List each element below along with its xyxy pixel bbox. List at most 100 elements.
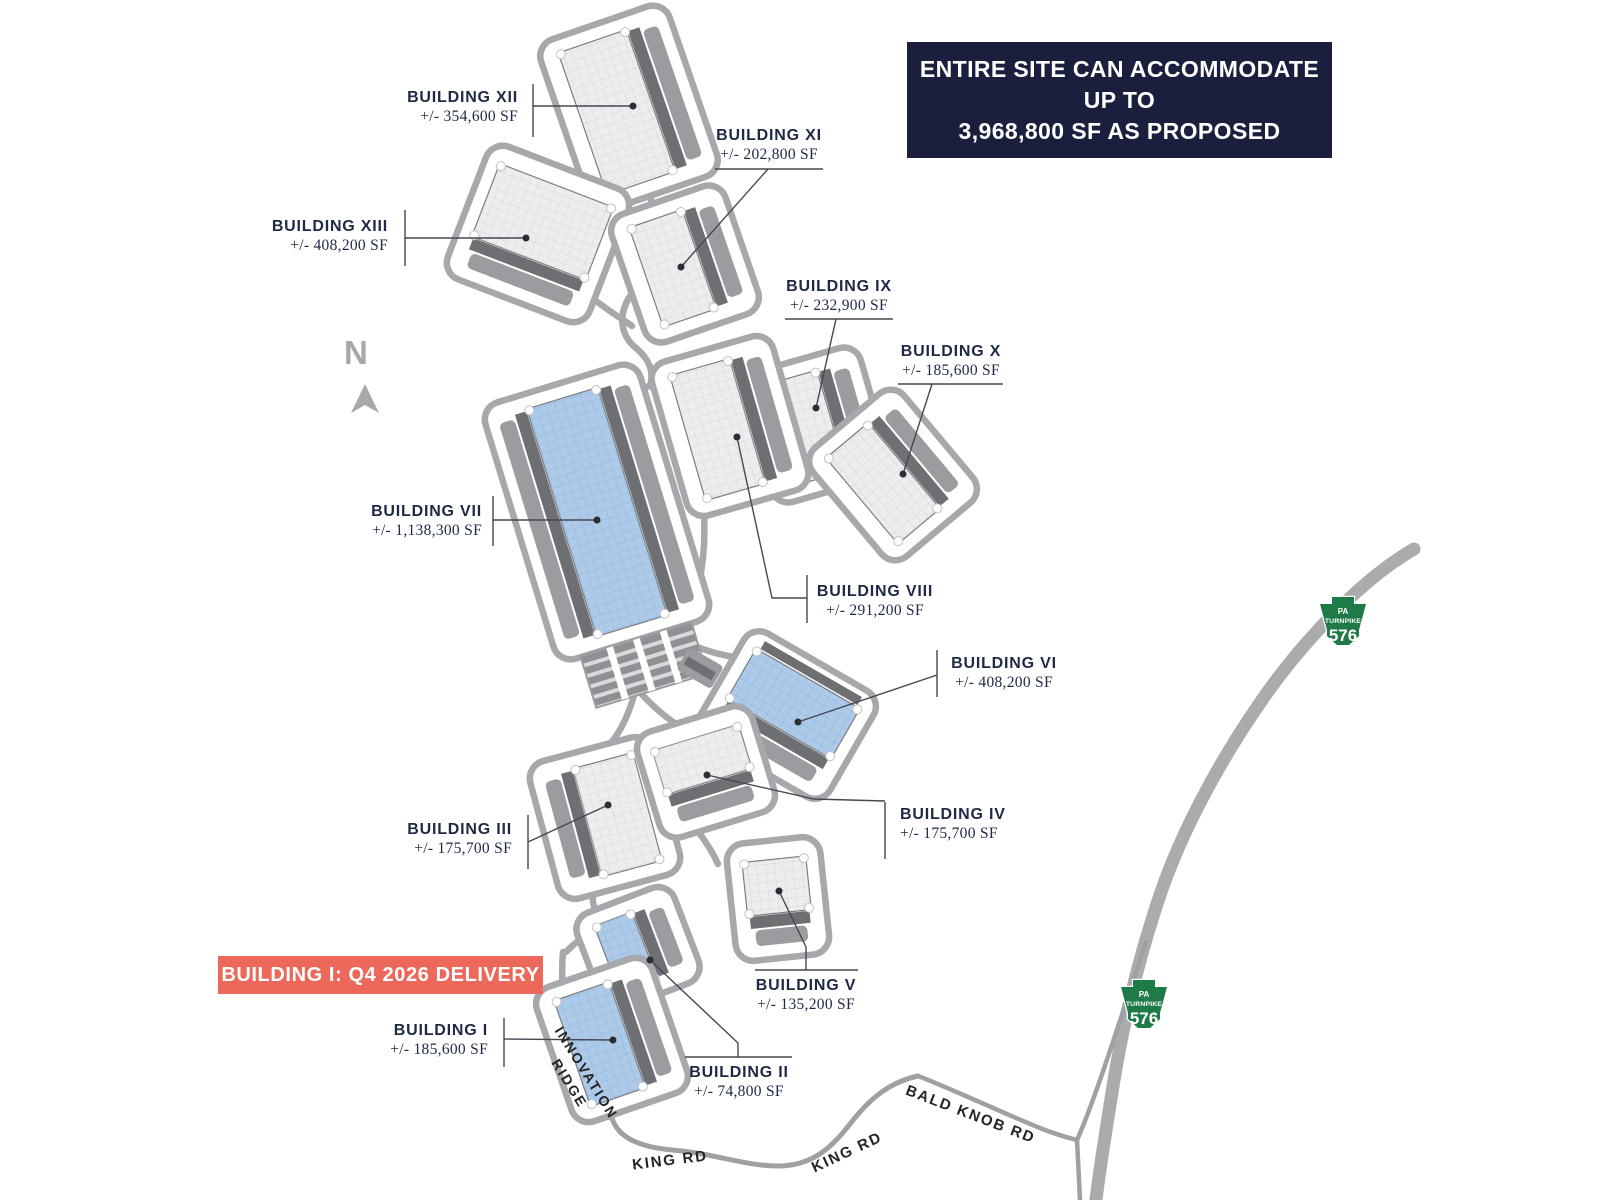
shield-system-label: TURNPIKE <box>1126 1001 1163 1008</box>
trailer-apron <box>885 409 958 493</box>
corner-marker <box>732 721 743 732</box>
building-grid <box>526 387 668 637</box>
building-viii-sf: +/- 291,200 SF <box>826 602 924 619</box>
building-grid <box>471 163 614 281</box>
road-path-3 <box>1074 939 1149 1143</box>
dock-strip <box>870 415 949 507</box>
building-vii-sf: +/- 1,138,300 SF <box>372 522 482 539</box>
road-path-19 <box>696 830 722 868</box>
building-i-delivery-banner: BUILDING I: Q4 2026 DELIVERY <box>218 956 543 994</box>
building-v-label: BUILDING V+/- 135,200 SF <box>748 976 864 1014</box>
leader-dot-building-iii <box>604 801 612 809</box>
corner-marker <box>659 319 670 330</box>
road-path-0 <box>1089 542 1421 1200</box>
corner-marker <box>744 909 755 920</box>
road-path-1 <box>609 1073 921 1169</box>
building-ii-label: BUILDING II+/- 74,800 SF <box>680 1063 798 1101</box>
trailer-aisle <box>659 629 683 684</box>
banner-line-2: UP TO <box>1083 86 1156 113</box>
building-xii-name: BUILDING XII <box>407 89 518 106</box>
corner-marker <box>605 203 616 214</box>
trailer-apron <box>545 779 585 878</box>
corner-marker <box>649 747 660 758</box>
leader-line-building-x <box>898 383 1003 475</box>
corner-marker <box>810 367 821 378</box>
corner-marker <box>825 751 836 762</box>
corner-marker <box>723 356 734 367</box>
corner-marker <box>667 372 678 383</box>
building-grid <box>554 981 646 1107</box>
shield-route-number: 576 <box>1130 1009 1158 1028</box>
corner-marker <box>804 902 815 913</box>
leader-lines-layer <box>404 84 1003 1067</box>
corner-marker <box>675 207 686 218</box>
shield-state-label: PA <box>1139 990 1150 999</box>
site-capacity-banner: ENTIRE SITE CAN ACCOMMODATE UP TO 3,968,… <box>907 42 1332 158</box>
leader-dot-building-xii <box>629 102 637 110</box>
building-iv-sf: +/- 175,700 SF <box>900 825 998 842</box>
north-arrow-icon <box>351 384 379 413</box>
building-i-name: BUILDING I <box>393 1022 488 1039</box>
building-grid <box>825 422 941 544</box>
building-iii-name: BUILDING III <box>407 821 512 838</box>
corner-marker <box>637 1081 648 1092</box>
leader-dot-building-vii <box>593 516 601 524</box>
building-ix-label: BUILDING IX+/- 232,900 SF <box>780 277 898 315</box>
building-viii-label: BUILDING VIII+/- 291,200 SF <box>813 582 937 620</box>
north-label: N <box>344 334 368 371</box>
leader-line-building-viii <box>736 436 808 623</box>
corner-marker <box>662 787 673 798</box>
building-vi-name: BUILDING VI <box>951 655 1057 672</box>
building-i-sf: +/- 185,600 SF <box>390 1041 488 1058</box>
corner-marker <box>626 223 637 234</box>
building-ii-sf: +/- 74,800 SF <box>694 1083 784 1100</box>
trailer-aisle <box>606 646 629 700</box>
building-vii-name: BUILDING VII <box>371 503 482 520</box>
corner-marker <box>751 646 762 657</box>
building-xi-footprint <box>607 182 763 346</box>
building-i-label: BUILDING I +/- 185,600 SF <box>298 1021 488 1059</box>
corner-marker <box>570 764 581 775</box>
corner-marker <box>708 302 719 313</box>
corner-marker <box>739 859 750 870</box>
dock-strip <box>633 909 669 977</box>
building-xiii-sf: +/- 408,200 SF <box>290 237 388 254</box>
corner-marker <box>591 384 602 395</box>
leader-dot-building-vi <box>794 718 802 726</box>
corner-marker <box>823 453 834 464</box>
corner-marker <box>586 1099 597 1110</box>
building-xi-sf: +/- 202,800 SF <box>720 146 818 163</box>
leader-dot-building-xi <box>677 263 685 271</box>
leader-line-building-vi <box>797 650 938 723</box>
building-x-footprint <box>805 386 981 564</box>
building-ix-sf: +/- 232,900 SF <box>790 297 888 314</box>
trailer-apron <box>699 206 743 297</box>
building-xiii-name: BUILDING XIII <box>271 218 388 235</box>
corner-marker <box>701 493 712 504</box>
building-vii-label: BUILDING VII +/- 1,138,300 SF <box>288 502 482 540</box>
building-xiii-label: BUILDING XIII +/- 408,200 SF <box>198 217 388 255</box>
corner-marker <box>893 536 904 547</box>
trailer-apron <box>626 978 672 1076</box>
corner-marker <box>620 27 631 38</box>
corner-marker <box>757 477 768 488</box>
shield-route-number: 576 <box>1329 626 1357 645</box>
building-grid <box>573 752 662 877</box>
leader-line-building-xi <box>680 168 823 268</box>
trailer-apron <box>500 420 580 639</box>
building-xi-name: BUILDING XI <box>716 127 822 144</box>
leader-line-building-vii <box>492 496 597 546</box>
building-x-sf: +/- 185,600 SF <box>902 362 1000 379</box>
leader-dot-building-ix <box>812 404 820 412</box>
map-extras-layer <box>677 648 723 688</box>
corner-marker <box>591 922 602 933</box>
building-iii-sf: +/- 175,700 SF <box>414 840 512 857</box>
shield-state-label: PA <box>1338 607 1349 616</box>
keystone-icon <box>1318 595 1368 647</box>
dock-strip <box>627 27 687 170</box>
corner-marker <box>667 165 678 176</box>
dock-strip <box>599 385 680 613</box>
leader-dot-building-x <box>899 470 907 478</box>
building-x-name: BUILDING X <box>900 343 1002 360</box>
